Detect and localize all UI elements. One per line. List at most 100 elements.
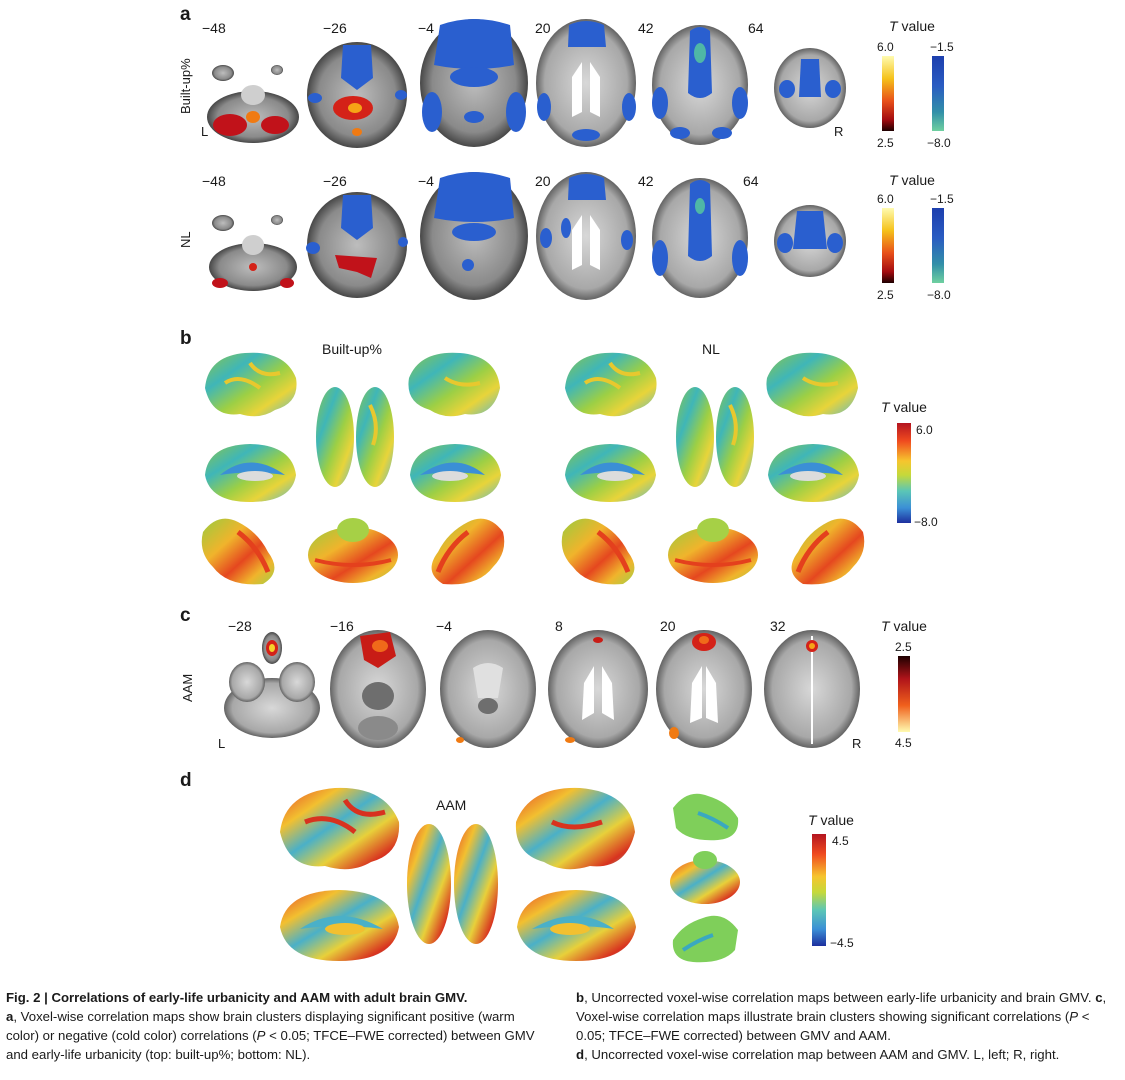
warm-bottom-a1: 2.5 <box>877 136 894 150</box>
surface-medial-left-b1 <box>205 444 296 502</box>
row-label-builtup: Built-up% <box>178 58 193 114</box>
axial-slice-builtup-m26 <box>307 42 407 148</box>
cerebellum-posterior-b1 <box>308 518 398 583</box>
slice-coord-a1: −48 <box>202 20 226 36</box>
caption-a-label: a <box>6 1009 14 1024</box>
group-label-nl: NL <box>702 341 720 357</box>
caption-c-p: P <box>1069 1009 1079 1024</box>
axial-slice-aam-m4 <box>440 630 536 748</box>
surface-lateral-left-d <box>280 787 400 870</box>
surface-dorsal-b2 <box>676 387 754 487</box>
slice-coord-a5: 42 <box>638 20 654 36</box>
panel-d-label: d <box>180 770 192 791</box>
row-label-aam-c: AAM <box>180 673 195 702</box>
axial-slice-nl-m26 <box>306 192 408 298</box>
axial-slice-nl-42 <box>652 178 748 298</box>
slice-coord-a2: −26 <box>323 20 347 36</box>
axial-slice-builtup-m48 <box>207 65 299 143</box>
cerebellum-posterior-b2 <box>668 518 758 583</box>
slice-coord-a9: −4 <box>418 173 434 189</box>
cerebellum-left-b2 <box>561 518 635 585</box>
group-label-aam-d: AAM <box>436 797 467 813</box>
cold-top-a1: −1.5 <box>930 40 954 54</box>
surface-lateral-left-b1 <box>205 352 297 417</box>
slice-coord-c4: 8 <box>555 618 563 634</box>
cold-bottom-a1: −8.0 <box>927 136 951 150</box>
slice-coord-c3: −4 <box>436 618 452 634</box>
caption-c-label: c <box>1095 990 1103 1005</box>
slice-coord-a6: 64 <box>748 20 764 36</box>
axial-slice-builtup-42 <box>652 25 748 145</box>
colorbar-bottom-c: 4.5 <box>895 736 912 750</box>
axial-slice-nl-m48 <box>209 215 297 291</box>
cerebellum-right-b1 <box>431 518 505 585</box>
surface-medial-left-b2 <box>565 444 656 502</box>
caption-a-text: , Voxel-wise correlation maps show brain… <box>6 1009 515 1043</box>
warm-colorbar-a1 <box>882 56 894 131</box>
figure-caption-left: Fig. 2 | Correlations of early-life urba… <box>6 988 546 1064</box>
slice-coord-a8: −26 <box>323 173 347 189</box>
warm-top-a1: 6.0 <box>877 40 894 54</box>
slice-coord-a11: 42 <box>638 173 654 189</box>
group-label-builtup: Built-up% <box>322 341 382 357</box>
warm-colorbar-c <box>898 656 910 732</box>
t-value-title-c: T value <box>881 618 927 634</box>
warm-top-a2: 6.0 <box>877 192 894 206</box>
row-label-nl: NL <box>178 231 193 248</box>
surface-medial-right-b1 <box>410 444 501 502</box>
cold-colorbar-a1 <box>932 56 944 131</box>
cerebellum-2-d <box>670 851 740 904</box>
slice-coord-c2: −16 <box>330 618 354 634</box>
surface-lateral-left-b2 <box>565 352 657 417</box>
axial-slice-nl-20 <box>536 172 636 300</box>
colorbar-top-d: 4.5 <box>832 834 849 848</box>
colorbar-top-b: 6.0 <box>916 423 933 437</box>
caption-c-text: , Voxel-wise correlation maps illustrate… <box>576 990 1107 1024</box>
right-marker-c: R <box>852 736 862 751</box>
cerebellum-right-b2 <box>791 518 865 585</box>
caption-d-label: d <box>576 1047 585 1062</box>
surface-dorsal-b1 <box>316 387 394 487</box>
axial-slice-builtup-64 <box>774 48 846 128</box>
panel-c-label: c <box>180 605 191 626</box>
caption-a-p: P <box>256 1028 266 1043</box>
slice-coord-c6: 32 <box>770 618 786 634</box>
axial-slice-aam-20 <box>656 630 752 748</box>
cold-bottom-a2: −8.0 <box>927 288 951 302</box>
colorbar-top-c: 2.5 <box>895 640 912 654</box>
slice-coord-a3: −4 <box>418 20 434 36</box>
surface-medial-left-d <box>280 890 399 961</box>
t-value-title-a1: T value <box>889 18 935 34</box>
slice-coord-c1: −28 <box>228 618 252 634</box>
axial-slice-aam-8 <box>548 630 648 748</box>
right-marker-a: R <box>834 124 844 139</box>
t-value-title-d: T value <box>808 812 854 828</box>
cold-colorbar-a2 <box>932 208 944 283</box>
colorbar-bottom-d: −4.5 <box>830 936 854 950</box>
warm-bottom-a2: 2.5 <box>877 288 894 302</box>
axial-slice-builtup-20 <box>536 19 636 147</box>
slice-coord-a4: 20 <box>535 20 551 36</box>
axial-slice-nl-64 <box>774 205 846 277</box>
caption-b-label: b <box>576 990 585 1005</box>
slice-coord-a10: 20 <box>535 173 551 189</box>
surface-lateral-right-b1 <box>408 352 500 417</box>
surface-medial-right-d <box>517 890 636 961</box>
slice-coord-a12: 64 <box>743 173 759 189</box>
t-value-title-a2: T value <box>889 172 935 188</box>
caption-d-text: , Uncorrected voxel-wise correlation map… <box>584 1047 1060 1062</box>
cold-top-a2: −1.5 <box>930 192 954 206</box>
caption-c-text2: < 0.05; TFCE–FWE corrected) between GMV … <box>576 1009 1090 1043</box>
axial-slice-aam-m28 <box>224 632 320 738</box>
cerebellum-3-d <box>672 915 738 963</box>
left-marker-a: L <box>201 124 209 139</box>
slice-coord-a7: −48 <box>202 173 226 189</box>
figure-caption-right: b , Uncorrected voxel-wise correlation ma… <box>576 988 1121 1064</box>
caption-title: Fig. 2 | Correlations of early-life urba… <box>6 990 468 1005</box>
surface-lateral-right-b2 <box>766 352 858 417</box>
left-marker-c: L <box>218 736 226 751</box>
warm-colorbar-a2 <box>882 208 894 283</box>
axial-slice-aam-m16 <box>330 630 426 748</box>
surface-lateral-right-d <box>515 787 635 870</box>
jet-colorbar-b <box>897 423 911 523</box>
